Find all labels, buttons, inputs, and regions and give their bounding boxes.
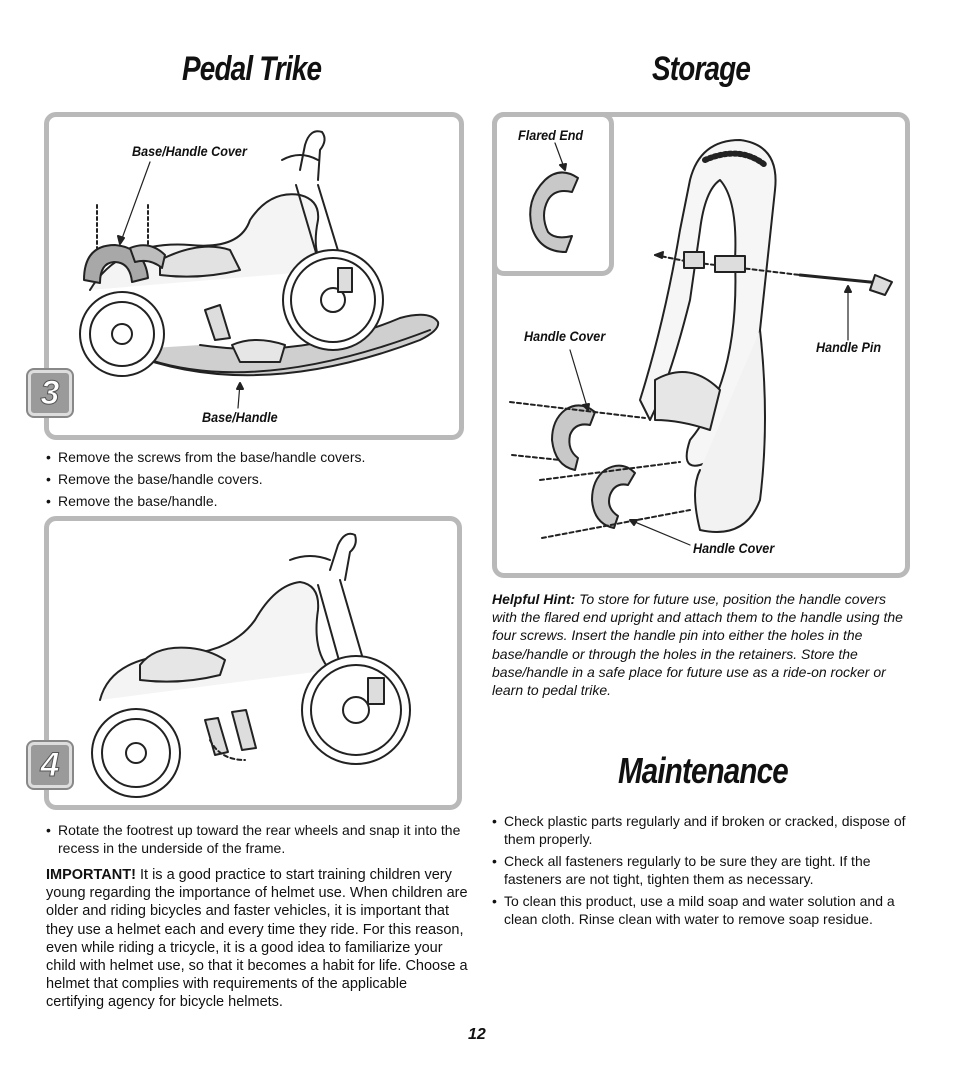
maintenance-heading: Maintenance [618,750,789,791]
list-item: Check all fasteners regularly to be sure… [492,852,908,888]
step-4-instructions: Rotate the footrest up toward the rear w… [46,821,462,861]
important-label: IMPORTANT! [46,867,136,883]
list-item: Remove the screws from the base/handle c… [46,448,456,466]
flared-end-callout: Flared End [518,127,584,143]
helpful-hint-text: To store for future use, position the ha… [492,591,903,699]
step-4-badge: 4 [28,742,72,788]
important-paragraph: IMPORTANT! It is a good practice to star… [46,866,468,1012]
base-handle-cover-callout: Base/Handle Cover [132,143,247,159]
handle-pin-callout: Handle Pin [816,339,882,355]
step-4-number: 4 [40,745,60,784]
list-item: Remove the base/handle covers. [46,470,456,488]
helpful-hint-paragraph: Helpful Hint: To store for future use, p… [492,590,908,699]
list-item: Rotate the footrest up toward the rear w… [46,821,462,857]
page-number: 12 [468,1026,486,1043]
step-3-instructions: Remove the screws from the base/handle c… [46,448,456,514]
maintenance-instructions: Check plastic parts regularly and if bro… [492,812,908,932]
handle-cover-callout-top: Handle Cover [524,328,606,344]
list-item: To clean this product, use a mild soap a… [492,892,908,928]
step-3-number: 3 [40,373,60,412]
base-handle-callout: Base/Handle [202,409,278,425]
step-3-badge: 3 [28,370,72,416]
pedal-trike-heading: Pedal Trike [182,50,322,88]
step-3-illustration-panel [44,112,464,440]
list-item: Remove the base/handle. [46,492,456,510]
storage-heading: Storage [652,50,751,88]
helpful-hint-label: Helpful Hint: [492,591,576,607]
list-item: Check plastic parts regularly and if bro… [492,812,908,848]
step-4-illustration-panel [44,516,462,810]
important-text: It is a good practice to start training … [46,867,468,1011]
handle-cover-callout-bottom: Handle Cover [693,540,775,556]
flared-end-inset [492,112,614,276]
